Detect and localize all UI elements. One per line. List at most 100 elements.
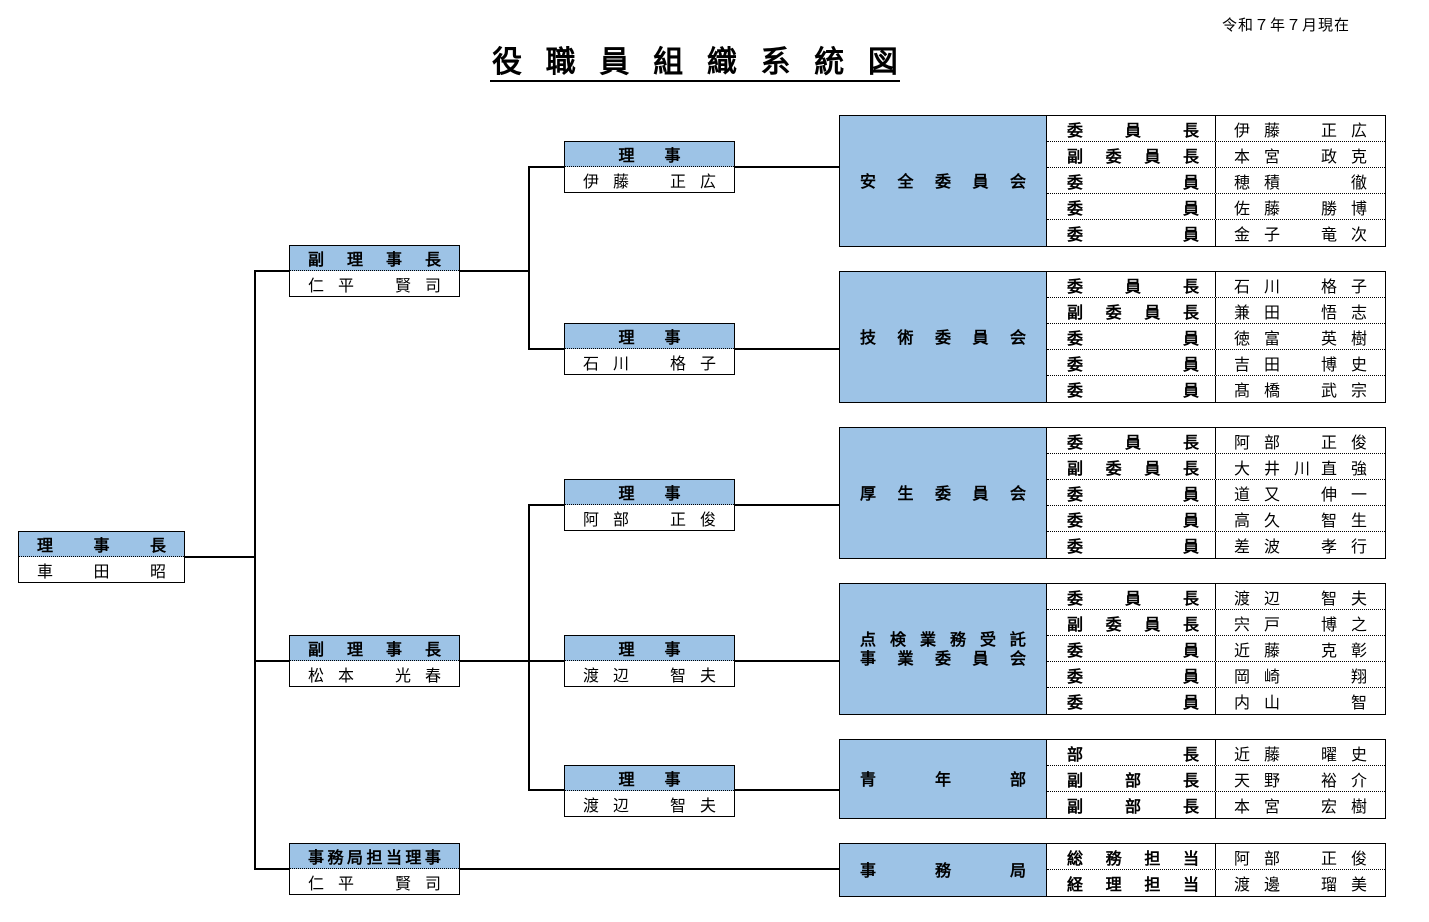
node-role: 理事 xyxy=(565,636,734,661)
member-name: 徳富英樹 xyxy=(1234,328,1367,348)
member-position: 委員 xyxy=(1047,688,1216,714)
member-row: 副部長本宮宏樹 xyxy=(1047,792,1385,818)
vice-chair-box[interactable]: 副理事長松本光春 xyxy=(289,635,460,687)
member-position: 部長 xyxy=(1047,740,1216,765)
member-name: 道又伸一 xyxy=(1234,484,1367,504)
node-person-name: 伊藤正広 xyxy=(583,171,716,191)
member-name: 渡辺智夫 xyxy=(1234,588,1367,608)
node-role: 副理事長 xyxy=(290,246,459,271)
member-row: 委員差波孝行 xyxy=(1047,532,1385,558)
connector xyxy=(528,166,565,168)
node-role: 事務局担当理事 xyxy=(290,844,459,869)
connector xyxy=(459,270,530,272)
director-box[interactable]: 理事阿部正俊 xyxy=(564,479,735,531)
member-row: 委員岡崎翔 xyxy=(1047,662,1385,688)
node-person-name: 松本光春 xyxy=(308,665,441,685)
member-position: 委員長 xyxy=(1047,584,1216,609)
member-name: 渡邊瑠美 xyxy=(1234,875,1367,894)
member-name: 伊藤正広 xyxy=(1234,120,1367,140)
member-row: 総務担当阿部正俊 xyxy=(1047,844,1385,870)
vice-chair-box[interactable]: 副理事長仁平賢司 xyxy=(289,245,460,297)
member-position: 副委員長 xyxy=(1047,610,1216,635)
member-position: 委員 xyxy=(1047,480,1216,505)
committee-box[interactable]: 点検業務受託事業委員会委員長渡辺智夫副委員長宍戸博之委員近藤克彰委員岡崎翔委員内… xyxy=(839,583,1386,715)
member-name: 差波孝行 xyxy=(1234,537,1367,556)
committee-box[interactable]: 事務局総務担当阿部正俊経理担当渡邊瑠美 xyxy=(839,843,1386,897)
member-name: 岡崎翔 xyxy=(1234,666,1367,686)
member-position: 委員 xyxy=(1047,376,1216,402)
member-position: 総務担当 xyxy=(1047,844,1216,869)
node-person-name: 仁平賢司 xyxy=(308,873,441,893)
member-name: 本宮宏樹 xyxy=(1234,797,1367,816)
member-position: 委員 xyxy=(1047,506,1216,531)
node-role: 理事 xyxy=(565,480,734,505)
node-person-name: 阿部正俊 xyxy=(583,509,716,529)
committee-name: 点検業務受託事業委員会 xyxy=(840,584,1047,714)
member-name: 佐藤勝博 xyxy=(1234,198,1367,218)
connector xyxy=(734,166,840,168)
member-position: 副委員長 xyxy=(1047,454,1216,479)
connector xyxy=(734,789,840,791)
member-position: 委員長 xyxy=(1047,428,1216,453)
committee-box[interactable]: 技術委員会委員長石川格子副委員長兼田悟志委員徳富英樹委員吉田博史委員髙橋武宗 xyxy=(839,271,1386,403)
committee-box[interactable]: 厚生委員会委員長阿部正俊副委員長大井川直強委員道又伸一委員高久智生委員差波孝行 xyxy=(839,427,1386,559)
committee-box[interactable]: 青年部部長近藤曜史副部長天野裕介副部長本宮宏樹 xyxy=(839,739,1386,819)
member-position: 委員 xyxy=(1047,194,1216,219)
member-name: 穂積徹 xyxy=(1234,172,1367,192)
member-position: 経理担当 xyxy=(1047,870,1216,896)
member-row: 委員徳富英樹 xyxy=(1047,324,1385,350)
connector xyxy=(528,504,565,506)
member-name: 兼田悟志 xyxy=(1234,302,1367,322)
member-row: 委員長石川格子 xyxy=(1047,272,1385,298)
member-position: 副委員長 xyxy=(1047,298,1216,323)
node-person-name: 渡辺智夫 xyxy=(583,665,716,685)
secretariat-director-box[interactable]: 事務局担当理事仁平賢司 xyxy=(289,843,460,895)
member-row: 委員穂積徹 xyxy=(1047,168,1385,194)
member-position: 委員 xyxy=(1047,168,1216,193)
member-row: 委員吉田博史 xyxy=(1047,350,1385,376)
connector xyxy=(528,504,530,791)
director-box[interactable]: 理事伊藤正広 xyxy=(564,141,735,193)
node-role: 理事 xyxy=(565,324,734,349)
member-row: 経理担当渡邊瑠美 xyxy=(1047,870,1385,896)
member-row: 委員高久智生 xyxy=(1047,506,1385,532)
node-role: 理事 xyxy=(565,142,734,167)
committee-name: 事務局 xyxy=(840,844,1047,896)
member-row: 副委員長宍戸博之 xyxy=(1047,610,1385,636)
member-row: 部長近藤曜史 xyxy=(1047,740,1385,766)
connector xyxy=(254,868,290,870)
member-position: 委員長 xyxy=(1047,116,1216,141)
node-person-name: 石川格子 xyxy=(583,353,716,373)
member-position: 委員 xyxy=(1047,324,1216,349)
member-position: 委員 xyxy=(1047,532,1216,558)
member-position: 副委員長 xyxy=(1047,142,1216,167)
member-name: 大井川直強 xyxy=(1234,458,1367,478)
director-box[interactable]: 理事渡辺智夫 xyxy=(564,765,735,817)
chairman-box[interactable]: 理事長車田昭 xyxy=(18,531,185,583)
committee-name: 技術委員会 xyxy=(840,272,1047,402)
member-name: 吉田博史 xyxy=(1234,354,1367,374)
member-name: 阿部正俊 xyxy=(1234,848,1367,868)
connector xyxy=(528,348,565,350)
member-name: 阿部正俊 xyxy=(1234,432,1367,452)
member-position: 委員 xyxy=(1047,220,1216,246)
connector xyxy=(184,556,255,558)
member-row: 委員長渡辺智夫 xyxy=(1047,584,1385,610)
member-row: 委員髙橋武宗 xyxy=(1047,376,1385,402)
director-box[interactable]: 理事石川格子 xyxy=(564,323,735,375)
member-position: 委員 xyxy=(1047,662,1216,687)
page-title: 役職員組織系統図 xyxy=(490,46,900,82)
member-name: 近藤克彰 xyxy=(1234,640,1367,660)
member-position: 委員 xyxy=(1047,350,1216,375)
as-of-date: 令和７年７月現在 xyxy=(1222,16,1351,34)
committee-name: 厚生委員会 xyxy=(840,428,1047,558)
connector xyxy=(254,660,290,662)
member-row: 委員長伊藤正広 xyxy=(1047,116,1385,142)
member-row: 委員佐藤勝博 xyxy=(1047,194,1385,220)
director-box[interactable]: 理事渡辺智夫 xyxy=(564,635,735,687)
member-name: 本宮政克 xyxy=(1234,146,1367,166)
member-position: 副部長 xyxy=(1047,766,1216,791)
member-position: 委員 xyxy=(1047,636,1216,661)
committee-box[interactable]: 安全委員会委員長伊藤正広副委員長本宮政克委員穂積徹委員佐藤勝博委員金子竜次 xyxy=(839,115,1386,247)
node-role: 副理事長 xyxy=(290,636,459,661)
